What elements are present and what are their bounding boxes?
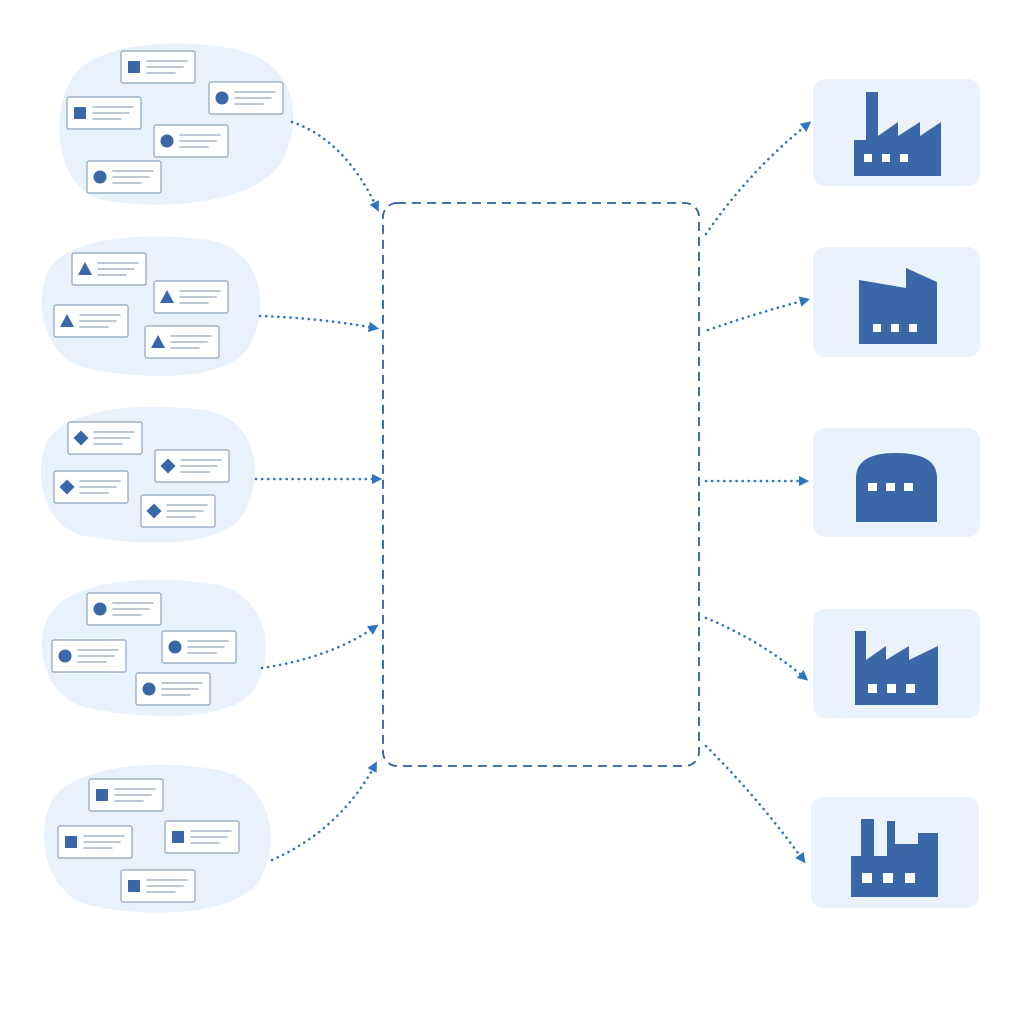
triangle-icon (60, 314, 74, 327)
factory-chimney-sawtooth-icon (854, 92, 941, 176)
incoming-arrow-2 (258, 314, 380, 333)
circle-icon (168, 640, 182, 654)
outgoing-arrow-1 (704, 121, 812, 236)
record-card (161, 630, 237, 664)
record-card (140, 494, 216, 528)
diamond-icon (59, 479, 75, 495)
circle-icon (142, 682, 156, 696)
diamond-icon (146, 503, 162, 519)
factory-windows (868, 684, 915, 693)
factory-windows (862, 873, 915, 883)
record-card (208, 81, 284, 115)
square-icon (96, 789, 108, 801)
triangle-icon (151, 335, 165, 348)
incoming-arrow-5 (270, 761, 377, 862)
outgoing-arrow-5 (704, 744, 806, 864)
circle-icon (93, 170, 107, 184)
source-groups (40, 43, 294, 913)
destination-tile-4 (813, 609, 980, 718)
square-icon (74, 107, 86, 119)
circle-icon (93, 602, 107, 616)
diamond-icon (160, 458, 176, 474)
record-card (86, 592, 162, 626)
source-group-3 (40, 406, 255, 543)
dome-warehouse-icon (856, 453, 937, 522)
record-card (71, 252, 147, 286)
record-card (164, 820, 240, 854)
destination-tile-2 (813, 247, 980, 357)
square-icon (172, 831, 184, 843)
incoming-arrow-4 (260, 624, 379, 670)
triangle-icon (78, 262, 92, 275)
outgoing-arrow-2 (706, 296, 811, 332)
record-card (53, 304, 129, 338)
record-card (86, 160, 162, 194)
incoming-arrow-1 (290, 120, 380, 212)
record-card (88, 778, 164, 812)
source-group-2 (41, 236, 261, 376)
record-card (51, 639, 127, 673)
record-card (67, 421, 143, 455)
destination-tile-3 (813, 428, 980, 537)
diamond-icon (73, 430, 89, 446)
triangle-icon (160, 290, 174, 303)
square-icon (65, 836, 77, 848)
circle-icon (160, 134, 174, 148)
outgoing-arrow-4 (704, 616, 809, 681)
outgoing-arrows (704, 121, 812, 864)
factory-windows (873, 324, 917, 332)
record-card (144, 325, 220, 359)
record-card (66, 96, 142, 130)
incoming-arrows (254, 120, 383, 862)
source-group-1 (59, 43, 294, 205)
record-card (154, 449, 230, 483)
circle-icon (215, 91, 229, 105)
record-card (120, 50, 196, 84)
factory-windows (864, 154, 908, 162)
central-processing-frame (382, 202, 700, 767)
square-icon (128, 880, 140, 892)
destination-tile-5 (811, 797, 979, 908)
destination-tile-1 (813, 79, 980, 186)
record-card (153, 124, 229, 158)
source-group-5 (44, 764, 271, 913)
warehouse-windows (868, 483, 913, 491)
source-group-4 (41, 579, 266, 717)
destination-facilities (811, 79, 980, 908)
circle-icon (58, 649, 72, 663)
record-card (135, 672, 211, 706)
record-card (57, 825, 133, 859)
record-card (53, 470, 129, 504)
factory-twin-chimney-icon (851, 819, 938, 897)
record-card (120, 869, 196, 903)
square-icon (128, 61, 140, 73)
record-card (153, 280, 229, 314)
